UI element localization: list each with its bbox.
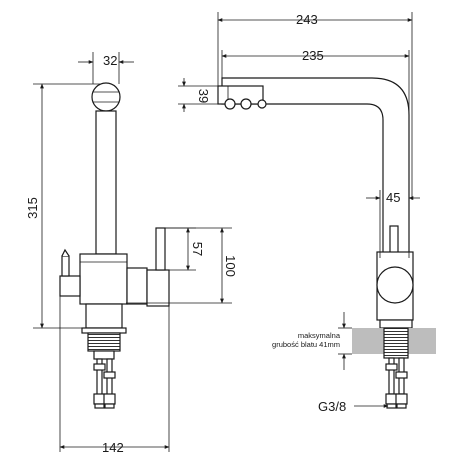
- left-handle: [59, 275, 81, 297]
- dimension-39: 39: [178, 78, 222, 112]
- dimension-235: 235: [221, 48, 410, 115]
- left-lever: [61, 255, 70, 277]
- label-142: 142: [102, 440, 124, 455]
- label-315: 315: [25, 197, 40, 219]
- front-view: [59, 82, 170, 409]
- label-57: 57: [190, 242, 205, 256]
- spout-pipe: [95, 110, 117, 255]
- right-handle: [146, 269, 170, 307]
- countertop-note: maksymalna grubość blatu 41mm: [272, 312, 352, 370]
- note-line2: grubość blatu 41mm: [272, 340, 340, 349]
- dimension-32: 32: [78, 52, 134, 84]
- faucet-base: [85, 303, 123, 329]
- side-view: [217, 77, 436, 409]
- dimension-315: 315: [25, 83, 100, 329]
- dimension-57: 57: [165, 227, 205, 271]
- note-line1: maksymalna: [298, 331, 341, 340]
- side-handle: [376, 266, 414, 304]
- dimension-142: 142: [59, 296, 170, 455]
- spout-ball: [91, 82, 121, 112]
- thread-callout: G3/8: [318, 399, 389, 414]
- right-handle-base: [126, 267, 148, 305]
- label-thread: G3/8: [318, 399, 346, 414]
- label-243: 243: [296, 12, 318, 27]
- dimension-45: 45: [366, 190, 420, 258]
- label-45: 45: [386, 190, 400, 205]
- label-100: 100: [223, 255, 238, 277]
- label-32: 32: [103, 53, 117, 68]
- faucet-body: [79, 253, 128, 305]
- dimension-100: 100: [126, 227, 238, 304]
- label-235: 235: [302, 48, 324, 63]
- label-39: 39: [196, 89, 211, 103]
- dimension-243: 243: [217, 12, 413, 200]
- nozzle: [217, 85, 264, 105]
- right-lever: [155, 227, 166, 271]
